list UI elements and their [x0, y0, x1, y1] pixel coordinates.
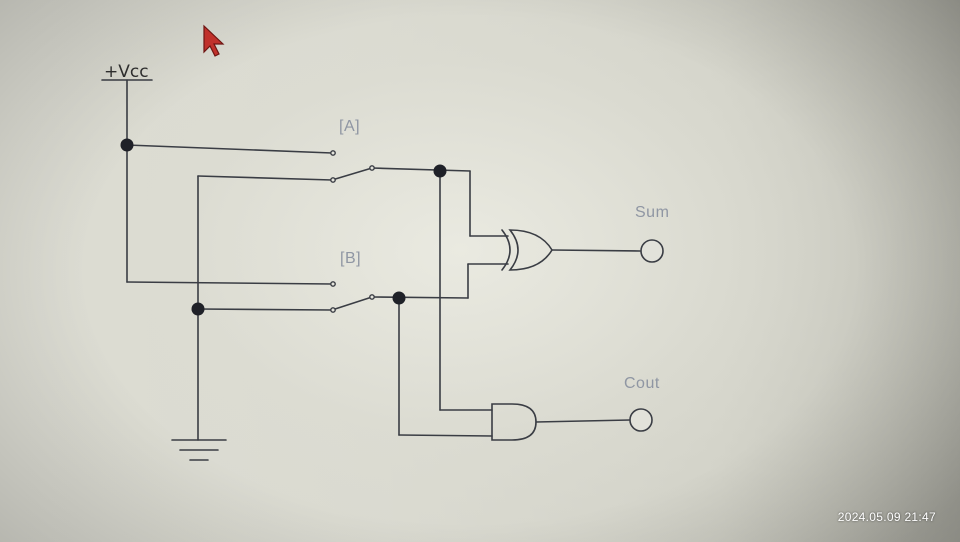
and-gate [491, 403, 537, 441]
switch-b-pivot [369, 294, 375, 300]
switch-a-contact-bottom [330, 177, 336, 183]
junction-ground [191, 302, 205, 316]
vcc-label: +Vcc [104, 62, 149, 82]
red-arrow-cursor-icon [202, 24, 226, 63]
switch-a-blade [331, 167, 373, 181]
photo-timestamp: 2024.05.09 21:47 [837, 510, 936, 524]
switch-b-label: [B] [340, 250, 362, 267]
switch-b-contact-top [330, 281, 336, 287]
switch-a-contact-top [330, 150, 336, 156]
wire-switch-a-output [371, 167, 471, 172]
wire-b-to-and-h [398, 434, 493, 437]
junction-b [392, 291, 406, 305]
cout-output-probe [629, 408, 653, 432]
wire-ground-to-switch-a [197, 175, 333, 181]
switch-b-blade [331, 296, 373, 311]
wire-vcc-to-switch-a [126, 144, 333, 154]
junction-vcc [120, 138, 134, 152]
xor-gate-extra-curve [501, 229, 511, 271]
switch-a-label: [A] [339, 118, 361, 135]
switch-a-pivot [369, 165, 375, 171]
wire-xor-to-sum [551, 249, 641, 252]
wire-ground-to-switch-b [197, 308, 333, 311]
sum-label: Sum [635, 204, 670, 221]
junction-a [433, 164, 447, 178]
xor-gate [508, 229, 553, 271]
sum-output-probe [640, 239, 664, 263]
switch-b-contact-bottom [330, 307, 336, 313]
cout-label: Cout [624, 375, 660, 392]
wire-switch-b-output [371, 296, 469, 299]
wire-vcc-to-switch-b [126, 281, 333, 285]
wire-and-to-cout [535, 419, 631, 423]
